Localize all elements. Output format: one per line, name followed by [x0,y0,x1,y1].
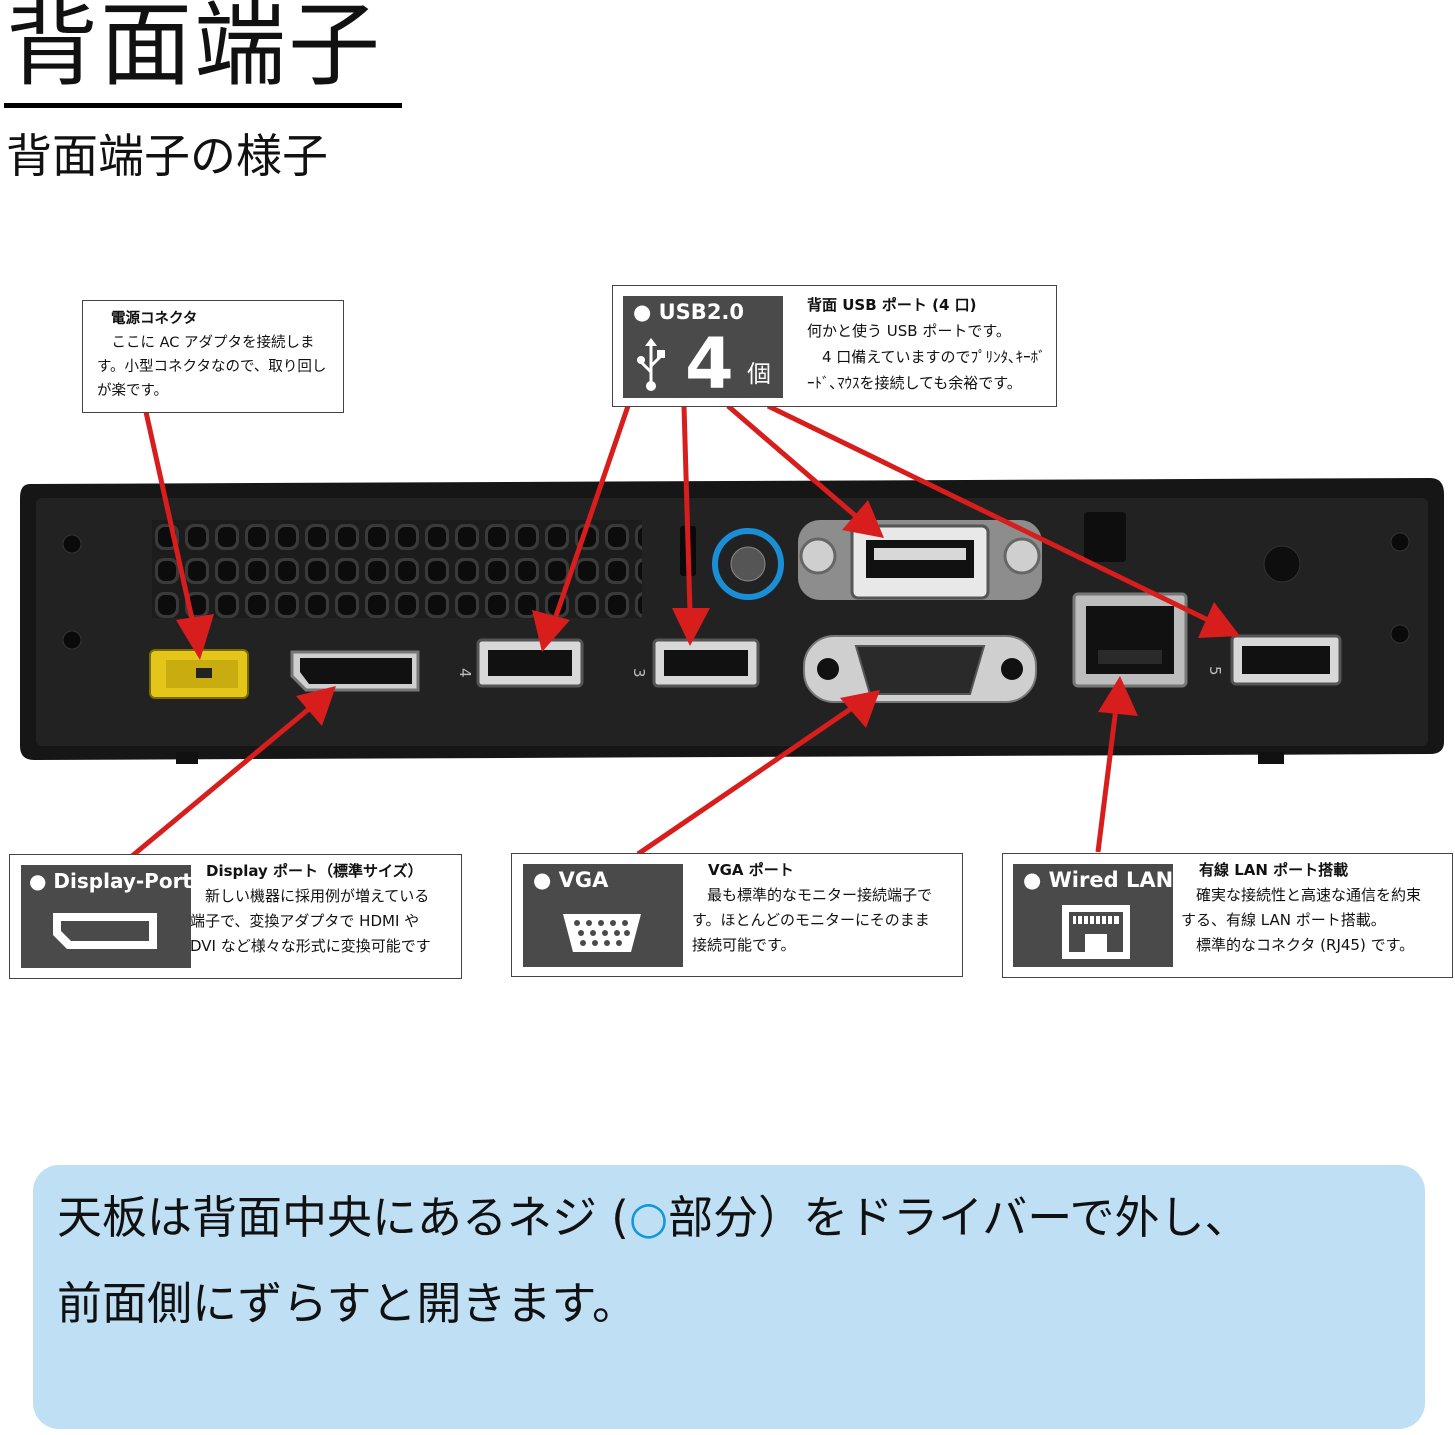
usb-count-unit: 個 [747,360,771,388]
lan-badge-label: ● Wired LAN [1023,868,1174,892]
callout-vga-text: 最も標準的なモニター接続端子で す。ほとんどのモニターにそのまま 接続可能です。 [692,886,933,954]
callout-displayport: ● Display-Port Display ポート（標準サイズ） 新しい機器に… [9,854,462,979]
chassis-hole [1390,532,1410,552]
note-circle-mark: ○ [628,1191,669,1244]
note-line-1-after: 部分）をドライバーで外し、 [668,1191,1250,1244]
usb-count: 4 [685,323,734,405]
note-line-1: 天板は背面中央にあるネジ (○部分）をドライバーで外し、 [57,1181,1250,1246]
vent-grille [152,520,642,618]
screw-icon [730,546,766,582]
arrow-displayport [130,686,336,858]
bracket-screw-icon [799,537,837,575]
port-number-4: 4 [456,668,474,678]
displayport-badge-label: ● Display-Port [29,869,192,893]
callout-displayport-text: 新しい機器に採用例が増えている 端子で、変換アダプタで HDMI や DVI な… [190,887,431,955]
chassis-foot [1258,752,1284,764]
antenna-hole [1263,545,1301,583]
callout-displayport-title: Display ポート（標準サイズ） [206,862,423,880]
lan-icon [1062,905,1130,959]
chassis-hole [62,534,82,554]
displayport-badge: ● Display-Port [21,865,192,968]
arrow-usb-top [726,404,884,538]
vga-connector [854,645,986,695]
lan-badge: ● Wired LAN [1013,864,1173,967]
usb-badge: ● USB2.0 4 個 [623,296,783,404]
arrow-usb3 [672,405,710,646]
arrow-vga [636,690,880,857]
callout-usb: ● USB2.0 4 個 背面 USB ポート (4 口) 何かと使う USB … [612,285,1057,407]
callout-lan-title: 有線 LAN ポート搭載 [1199,861,1349,879]
page-title: 背面端子 [6,0,383,99]
port-number-3: 3 [630,668,648,678]
note-line-2: 前面側にずらすと開きます。 [57,1277,638,1330]
callout-vga-title: VGA ポート [708,861,794,879]
callout-vga: ● VGA VGA ポート 最も標準的なモニター接続端子で す。ほとんどのモニタ… [511,853,963,977]
callout-lan: ● Wired LAN 有線 LAN ポート搭載 確実な接続性と高速な通信を約束… [1002,853,1453,978]
screw-ring [712,528,784,600]
vga-icon [563,914,641,952]
chassis-hole [1390,624,1410,644]
callout-power-title: 電源コネクタ [111,311,198,327]
arrow-usb4 [532,405,631,652]
callout-power: 電源コネクタ ここに AC アダプタを接続しま す。小型コネクタなので、取り回し… [82,300,344,413]
annotation-arrows [130,403,1240,858]
callout-power-text: ここに AC アダプタを接続しま す。小型コネクタなので、取り回し が楽です。 [97,335,327,399]
bracket-screw-icon [1003,537,1041,575]
vga-badge: ● VGA [523,864,683,967]
note-box: 天板は背面中央にあるネジ (○部分）をドライバーで外し、 前面側にずらすと開きま… [33,1165,1425,1429]
callout-usb-title: 背面 USB ポート (4 口) [807,296,977,314]
usb-icon [637,338,665,391]
displayport-icon [53,913,157,949]
page-subtitle: 背面端子の様子 [6,129,328,183]
chassis-hole [62,630,82,650]
callout-usb-text: 何かと使う USB ポートです。 4 口備えていますのでﾌﾟﾘﾝﾀ､ｷｰﾎﾞ ｰ… [807,322,1046,392]
title-underline [4,103,402,108]
vga-badge-label: ● VGA [533,868,609,892]
arrow-usb5 [766,403,1240,638]
arrow-lan [1095,676,1138,853]
callout-lan-text: 確実な接続性と高速な通信を約束 する、有線 LAN ポート搭載。 標準的なコネク… [1181,886,1422,954]
port-number-5: 5 [1206,666,1224,676]
antenna-block [1084,512,1126,562]
arrow-power [143,411,214,660]
note-line-1-before: 天板は背面中央にあるネジ ( [57,1191,629,1244]
chassis-foot [176,752,198,764]
usb-badge-label: ● USB2.0 [633,300,745,324]
